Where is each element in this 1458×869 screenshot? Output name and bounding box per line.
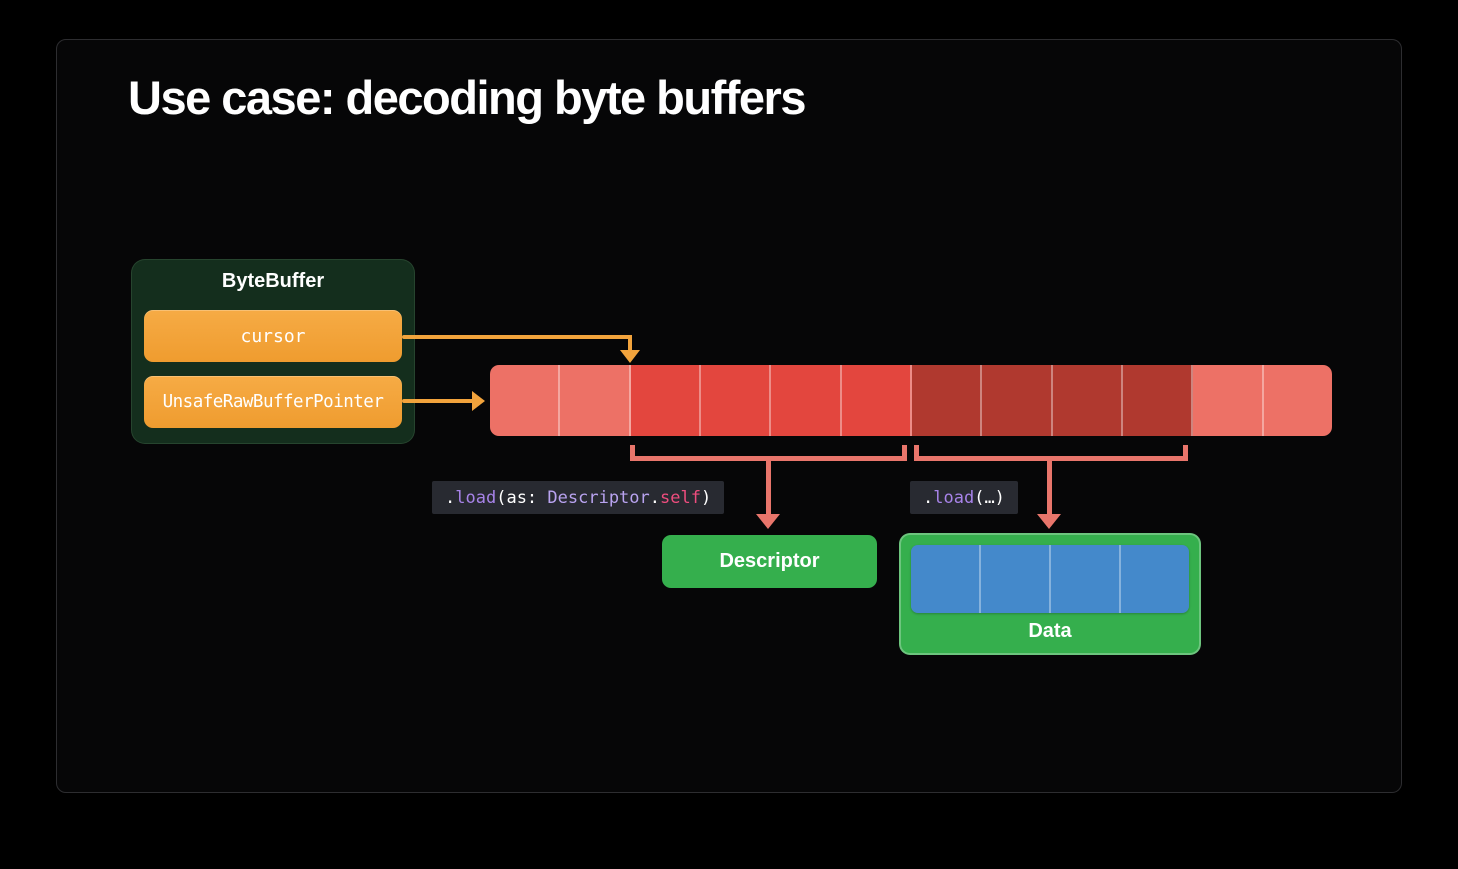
- descriptor-label: Descriptor: [719, 550, 820, 572]
- code-token: .: [923, 487, 934, 508]
- cursor-field-label: cursor: [240, 325, 306, 347]
- data-cell: [981, 545, 1051, 613]
- byte-buffer-strip: [490, 365, 1332, 436]
- data-span-bracket: [914, 445, 1188, 461]
- bytebuffer-title: ByteBuffer: [221, 270, 325, 292]
- unsaferawbufferpointer-field-label: UnsafeRawBufferPointer: [162, 392, 384, 412]
- buffer-cell: [490, 365, 561, 436]
- load-ellipsis-code: .load(…): [910, 481, 1018, 514]
- descriptor-arrowhead-icon: [756, 514, 780, 529]
- cursor-arrow-elbow: [628, 335, 632, 351]
- buffer-cell: [841, 365, 912, 436]
- buffer-cell: [1052, 365, 1123, 436]
- descriptor-arrow-line: [766, 459, 771, 516]
- buffer-cell: [700, 365, 772, 436]
- pointer-arrow-line: [402, 399, 474, 403]
- code-token: .: [445, 487, 456, 508]
- pointer-arrowhead-icon: [472, 391, 485, 411]
- code-token: as:: [506, 487, 548, 508]
- load-descriptor-code: .load(as: Descriptor.self): [432, 481, 725, 514]
- cursor-arrow-line: [402, 335, 632, 339]
- code-token: self: [660, 487, 701, 508]
- buffer-cell: [1193, 365, 1264, 436]
- buffer-cell: [982, 365, 1053, 436]
- slide-title: Use case: decoding byte buffers: [128, 71, 806, 124]
- data-cell: [911, 545, 981, 613]
- code-token: ): [700, 487, 712, 508]
- code-token: load: [933, 487, 975, 508]
- cursor-field: cursor: [144, 310, 402, 362]
- buffer-cell: [630, 365, 701, 436]
- buffer-cell: [911, 365, 983, 436]
- descriptor-span-bracket: [630, 445, 907, 461]
- descriptor-box: Descriptor: [662, 535, 877, 588]
- code-token: .: [649, 487, 661, 508]
- code-token: load: [455, 487, 497, 508]
- data-arrowhead-icon: [1037, 514, 1061, 529]
- data-cell: [1121, 545, 1189, 613]
- buffer-cell: [1263, 365, 1332, 436]
- code-token: (…): [974, 487, 1005, 508]
- code-token: Descriptor: [547, 487, 650, 508]
- buffer-cell: [560, 365, 631, 436]
- cursor-arrowhead-icon: [620, 350, 640, 363]
- buffer-cell: [771, 365, 842, 436]
- data-cells-strip: [911, 545, 1189, 613]
- buffer-cell: [1122, 365, 1194, 436]
- code-token: (: [496, 487, 507, 508]
- data-arrow-line: [1047, 459, 1052, 516]
- unsaferawbufferpointer-field: UnsafeRawBufferPointer: [144, 376, 402, 428]
- data-cell: [1051, 545, 1121, 613]
- data-label: Data: [1028, 620, 1072, 642]
